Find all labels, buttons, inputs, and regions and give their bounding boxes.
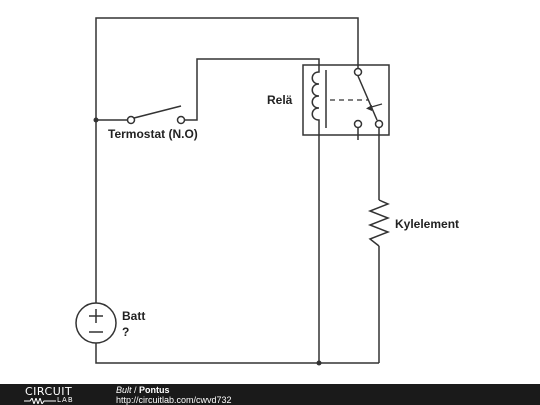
- credit-line: Bult / Pontus: [116, 385, 170, 395]
- battery-name-label: Batt: [122, 309, 145, 323]
- heater-label: Kylelement: [395, 217, 459, 231]
- footer-bar: CIRCUIT LAB Bult / Pontus http://circuit…: [0, 384, 540, 405]
- wire-top-loop: [95, 17, 359, 120]
- relay: [302, 64, 390, 136]
- junction-dot-left: [93, 117, 99, 123]
- relay-switch-arm: [357, 75, 378, 121]
- junction-dot-bottom: [316, 360, 322, 366]
- author-link[interactable]: Pontus: [139, 385, 170, 395]
- wire-thermostat-to-coil: [185, 58, 320, 121]
- thermostat-label: Termostat (N.O): [108, 127, 198, 141]
- circuit-url-link[interactable]: http://circuitlab.com/cwvd732: [116, 395, 232, 405]
- thermostat-switch: [126, 105, 186, 125]
- relay-common-contact: [353, 67, 363, 77]
- circuit-schematic: Termostat (N.O) Relä Kylelement Batt ?: [75, 17, 459, 366]
- heater-resistor: [367, 199, 391, 247]
- battery-value-label: ?: [122, 325, 129, 339]
- wire-battery-bottom: [95, 343, 379, 364]
- credit-separator: /: [131, 385, 140, 395]
- relay-label: Relä: [267, 93, 293, 107]
- logo-resistor-icon: [24, 398, 56, 404]
- relay-nc-contact: [353, 119, 363, 129]
- circuitlab-logo-subtext: LAB: [57, 396, 74, 404]
- relay-coil: [311, 66, 320, 128]
- circuitlab-logo-text[interactable]: CIRCUIT: [25, 385, 73, 398]
- relay-no-contact: [374, 119, 384, 129]
- built-word: Bult: [116, 385, 132, 395]
- battery: [75, 302, 117, 344]
